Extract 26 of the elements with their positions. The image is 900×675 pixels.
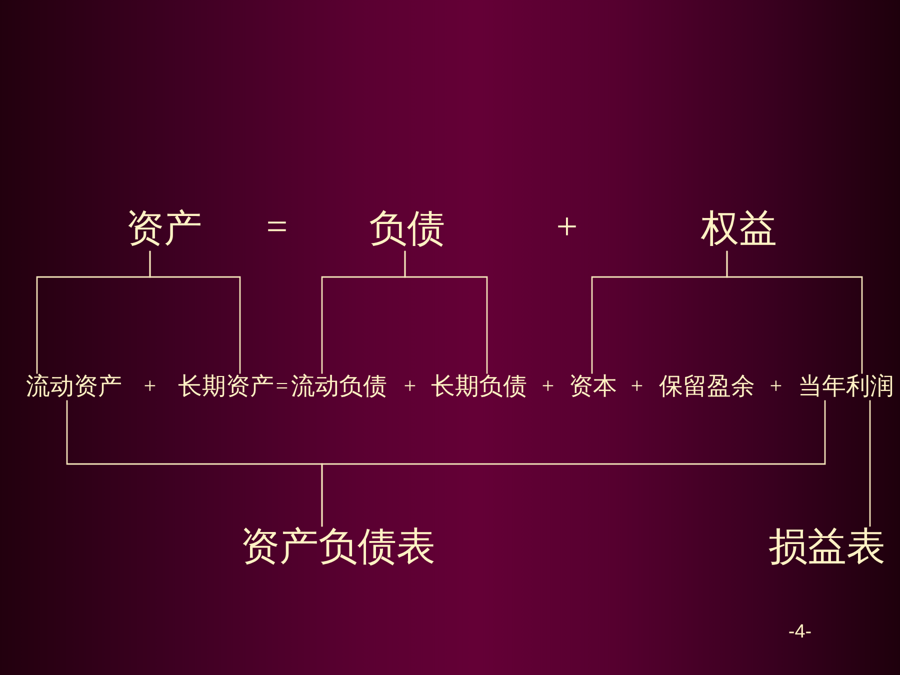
- category-label: 权益: [701, 209, 777, 251]
- account-label: 保留盈余: [659, 374, 755, 400]
- bracket-line: [726, 250, 863, 374]
- account-label: 资本: [569, 374, 617, 400]
- bracket-line: [149, 250, 241, 374]
- plus-sign: +: [144, 374, 156, 398]
- category-label: 资产: [126, 209, 202, 251]
- bracket-line: [869, 400, 871, 527]
- bracket-line: [404, 250, 488, 374]
- account-label: 长期资产: [178, 374, 274, 400]
- statement-label: 损益表: [768, 526, 886, 570]
- account-label: 当年利润: [798, 374, 894, 400]
- equals-sign: =: [266, 207, 288, 249]
- statement-label: 资产负债表: [240, 526, 436, 570]
- account-label: 长期负债: [431, 374, 527, 400]
- plus-sign: +: [770, 374, 782, 398]
- category-label: 负债: [369, 209, 445, 251]
- equals-sign: =: [276, 374, 288, 398]
- account-label: 流动负债: [291, 374, 387, 400]
- bracket-line: [321, 400, 826, 527]
- account-label: 流动资产: [26, 374, 122, 400]
- plus-sign: +: [404, 374, 416, 398]
- page-number: -4-: [788, 622, 812, 644]
- plus-sign: +: [556, 207, 578, 249]
- plus-sign: +: [542, 374, 554, 398]
- plus-sign: +: [630, 374, 644, 398]
